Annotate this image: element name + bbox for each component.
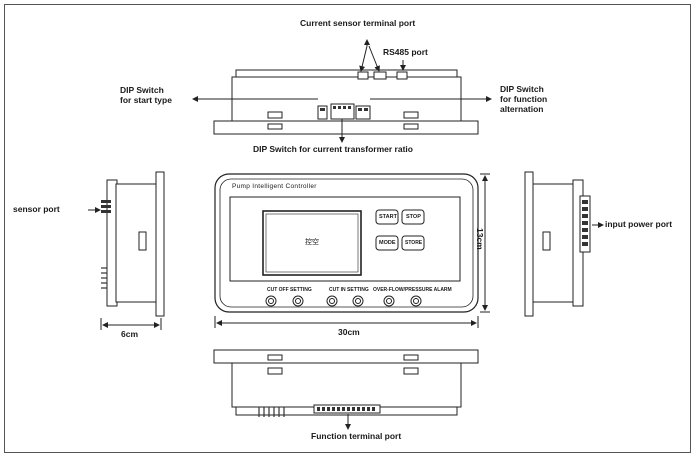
label-dip-function-1: DIP Switch (500, 84, 544, 94)
start-button[interactable]: START (379, 214, 397, 220)
sensor-port-connector (101, 200, 111, 213)
knob-label-cut-off: CUT OFF SETTING (267, 287, 312, 293)
label-dip-ct-ratio: DIP Switch for current transformer ratio (253, 144, 413, 154)
label-dip-function-2: for function (500, 94, 548, 104)
bottom-view (213, 349, 479, 416)
dim-front (214, 173, 490, 328)
label-function-terminal-port: Function terminal port (311, 431, 402, 441)
stop-button[interactable]: STOP (406, 214, 421, 220)
controller-title: Pump Intelligent Controller (232, 183, 317, 190)
outer-frame (4, 4, 691, 453)
label-dip-function-3: alternation (500, 104, 544, 114)
label-13cm: 13cm (475, 228, 485, 250)
label-6cm: 6cm (121, 329, 139, 339)
function-terminal-pins (317, 407, 375, 411)
bottom-vents (258, 407, 285, 417)
knob-label-cut-in: CUT IN SETTING (329, 287, 369, 293)
dip-switch-blocks (320, 106, 368, 111)
right-side-view (524, 171, 591, 317)
mode-button[interactable]: MODE (379, 240, 396, 246)
screen-text: 控空 (305, 238, 319, 246)
front-buttons (375, 209, 425, 251)
label-dip-start-1: DIP Switch (120, 85, 164, 95)
store-button[interactable]: STORE (405, 240, 423, 246)
left-vents (101, 267, 107, 289)
label-30cm: 30cm (338, 327, 360, 337)
dim-6cm (100, 318, 162, 330)
front-knobs (265, 295, 422, 307)
label-input-power-port: input power port (605, 219, 673, 229)
left-side-view (106, 171, 165, 317)
label-rs485-port: RS485 port (383, 47, 428, 57)
label-sensor-port: sensor port (13, 204, 60, 214)
label-current-sensor-port: Current sensor terminal port (300, 18, 416, 28)
label-dip-start-2: for start type (120, 95, 172, 105)
top-view (213, 69, 479, 135)
front-view (214, 173, 479, 313)
top-arrows (192, 39, 492, 143)
input-power-connector (582, 200, 588, 246)
knob-label-alarm: OVER-FLOW/PRESSURE ALARM (373, 287, 452, 293)
